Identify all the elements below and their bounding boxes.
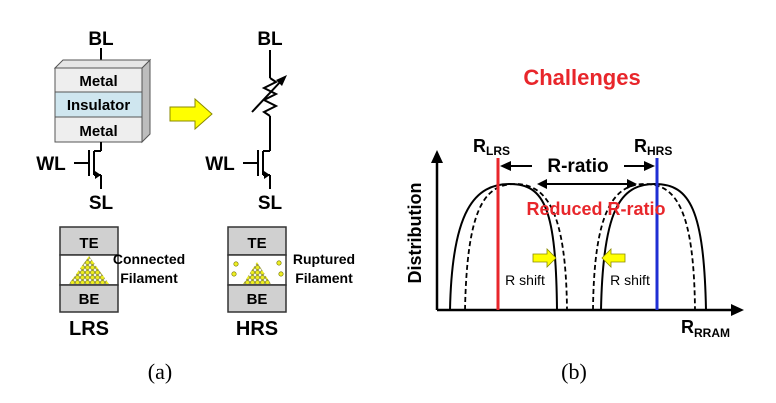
- lrs-top-electrode: [59, 226, 119, 256]
- reduced-ratio-arrowhead-left: [537, 179, 547, 189]
- panel-a-caption: (a): [148, 359, 172, 384]
- variable-resistor-arrow: [276, 75, 287, 86]
- circuit-bitline-label: BL: [257, 29, 283, 50]
- bitline-label: BL: [88, 29, 114, 50]
- panel-b: Challenges Distribution RRRAM RLRS RHRS …: [405, 65, 744, 384]
- lrs-bottom-electrode: [59, 284, 119, 313]
- variable-resistor: [251, 50, 283, 142]
- r-ratio-arrowhead-left: [500, 161, 511, 171]
- hrs-scattered-ions: [231, 260, 284, 277]
- hrs-state-label: HRS: [236, 318, 278, 340]
- hrs-top-electrode-label: TE: [247, 235, 266, 252]
- axes: [435, 158, 735, 312]
- stack-top-face: [53, 59, 152, 69]
- x-axis-arrowhead: [731, 304, 744, 316]
- challenges-title: Challenges: [523, 65, 640, 90]
- r-ratio-arrowhead-right: [644, 161, 655, 171]
- reduced-ratio-arrowhead-right: [627, 179, 637, 189]
- panel-b-caption: (b): [561, 359, 587, 384]
- lrs-filament-label-line2: Filament: [120, 270, 178, 286]
- bottom-metal-label: Metal: [79, 123, 117, 140]
- lrs-filament-label-line1: Connected: [113, 251, 185, 267]
- circuit-transistor: [243, 142, 271, 189]
- r-ratio-label: R-ratio: [547, 156, 608, 177]
- sourceline-label: SL: [89, 193, 114, 214]
- lrs-cell: TE BE Connected Filament LRS: [59, 226, 185, 340]
- lrs-shift-label: R shift: [505, 272, 545, 288]
- bottom-metal-layer: [54, 116, 143, 143]
- stack-side-face: [141, 58, 151, 144]
- panel-a: BL Metal Insulator Metal WL: [36, 29, 355, 384]
- hrs-cell: TE BE Ruptured Filament HRS: [227, 226, 355, 340]
- cell-circuit: BL WL SL: [205, 29, 287, 214]
- y-axis-label: Distribution: [405, 183, 425, 284]
- hrs-original-curve: [600, 182, 707, 311]
- hrs-bottom-electrode: [227, 284, 287, 313]
- lrs-top-electrode-label: TE: [79, 235, 98, 252]
- hrs-shift-arrow: [601, 248, 626, 268]
- transition-arrow: [169, 97, 213, 131]
- hrs-shift-label: R shift: [610, 272, 650, 288]
- insulator-layer: [54, 91, 143, 118]
- hrs-marker-label: RHRS: [634, 136, 672, 158]
- distribution-curves: [449, 182, 707, 311]
- lrs-connected-filament: [69, 256, 109, 284]
- insulator-label: Insulator: [67, 97, 131, 114]
- circuit-transistor-arrow: [264, 171, 270, 179]
- top-metal-label: Metal: [79, 73, 117, 90]
- x-axis-label: RRRAM: [681, 317, 730, 340]
- r-ratio-label-bg: [532, 155, 624, 177]
- lrs-bottom-electrode-label: BE: [79, 291, 100, 308]
- lrs-state-label: LRS: [69, 318, 109, 340]
- wordline-label: WL: [36, 154, 66, 175]
- lrs-shifted-curve: [464, 183, 568, 311]
- reduced-ratio-label: Reduced R-ratio: [526, 199, 665, 219]
- cell-stack: BL Metal Insulator Metal WL: [36, 29, 152, 214]
- lrs-shift-arrow: [532, 248, 557, 268]
- transistor-arrow: [95, 171, 101, 179]
- hrs-ruptured-filament: [243, 262, 271, 284]
- hrs-top-electrode: [227, 226, 287, 256]
- hrs-bottom-electrode-label: BE: [247, 291, 268, 308]
- access-transistor: [74, 142, 102, 189]
- hrs-filament-label-line1: Ruptured: [293, 251, 355, 267]
- hrs-filament-label-line2: Filament: [295, 270, 353, 286]
- circuit-sourceline-label: SL: [258, 193, 283, 214]
- circuit-wordline-label: WL: [205, 154, 235, 175]
- lrs-marker-label: RLRS: [473, 136, 510, 158]
- y-axis-arrowhead: [431, 150, 443, 163]
- hrs-shifted-curve: [592, 183, 696, 311]
